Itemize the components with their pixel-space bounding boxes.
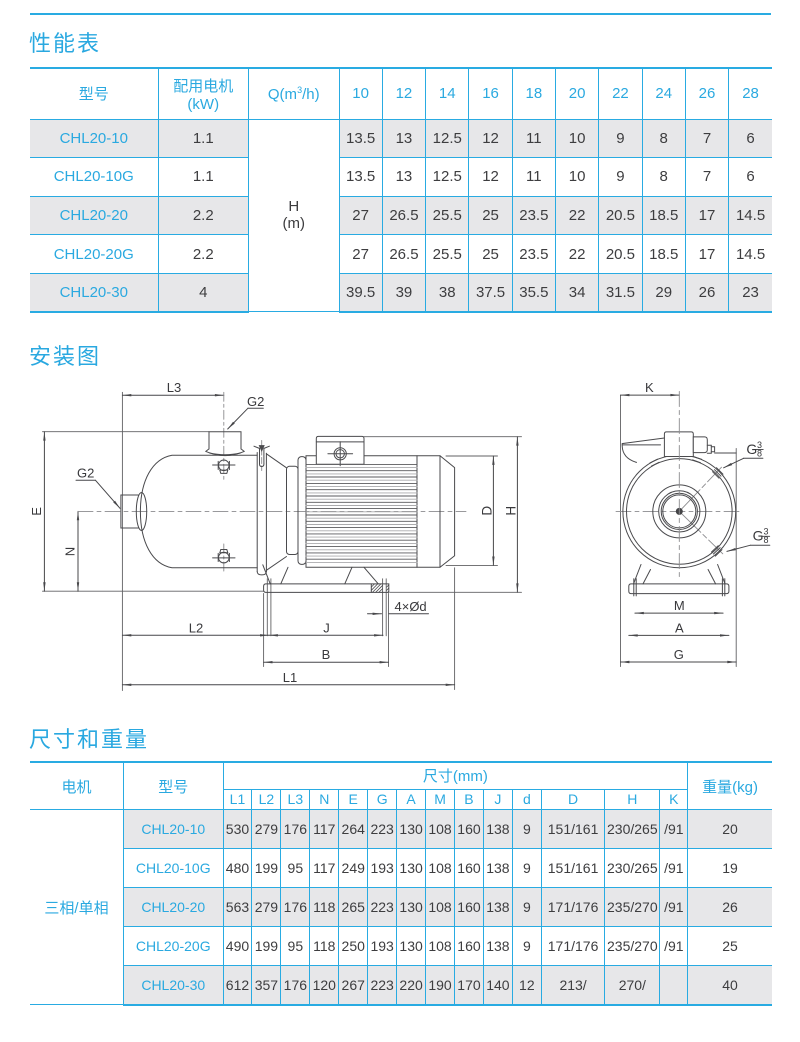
svg-text:G2: G2 xyxy=(77,466,94,481)
svg-text:M: M xyxy=(674,598,685,613)
svg-text:N: N xyxy=(62,547,77,556)
svg-text:B: B xyxy=(322,647,331,662)
svg-text:L1: L1 xyxy=(283,670,297,685)
svg-text:L3: L3 xyxy=(167,380,181,395)
svg-text:G2: G2 xyxy=(247,394,264,409)
svg-text:E: E xyxy=(29,507,44,516)
svg-text:G: G xyxy=(746,441,757,457)
svg-text:8: 8 xyxy=(763,535,768,545)
svg-text:4×Ød: 4×Ød xyxy=(395,599,427,614)
svg-text:H: H xyxy=(504,506,519,516)
svg-text:G: G xyxy=(674,647,684,662)
svg-text:8: 8 xyxy=(757,449,762,459)
svg-text:G: G xyxy=(753,528,764,544)
svg-text:3: 3 xyxy=(757,440,762,450)
svg-text:3: 3 xyxy=(763,526,768,536)
svg-text:K: K xyxy=(645,380,654,395)
svg-text:D: D xyxy=(480,506,495,516)
svg-text:J: J xyxy=(323,620,330,635)
svg-text:A: A xyxy=(675,620,684,635)
svg-text:L2: L2 xyxy=(189,620,203,635)
